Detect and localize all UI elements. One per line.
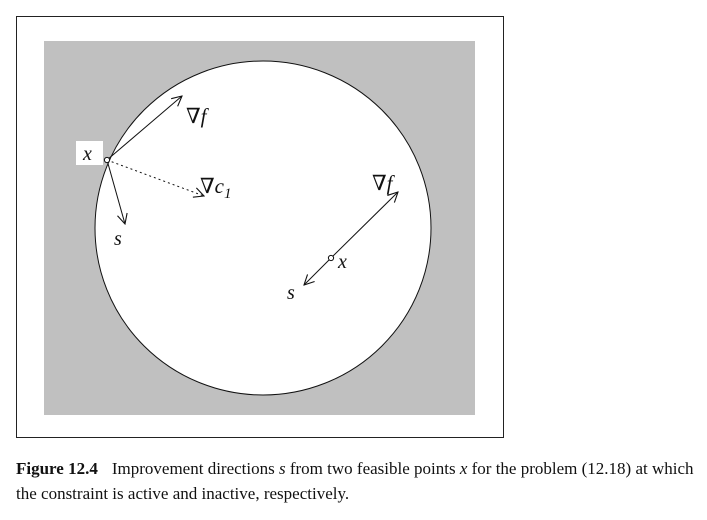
active-point-marker xyxy=(103,156,111,164)
figure-number: Figure 12.4 xyxy=(16,459,98,478)
constraint-gradient-label: ∇c1 xyxy=(200,174,231,202)
caption-text-1: Improvement directions xyxy=(111,459,279,478)
inactive-point-marker xyxy=(327,254,335,262)
inactive-gradient-f-label: ∇f xyxy=(372,171,396,195)
active-direction-arrow xyxy=(106,159,125,224)
figure-caption: Figure 12.4 Improvement directions s from… xyxy=(16,456,700,506)
caption-text-2: from two feasible points xyxy=(285,459,460,478)
caption-var-s: s xyxy=(278,459,286,478)
constraint-gradient-arrow xyxy=(106,159,204,196)
constraint-gradient-symbol: ∇c xyxy=(200,174,225,198)
feasible-region-circle xyxy=(94,60,432,396)
caption-text-3: for the problem (12.18) at which the con… xyxy=(16,459,694,503)
active-gradient-f-label: ∇f xyxy=(186,104,210,128)
caption-var-x: x xyxy=(459,459,468,478)
inactive-direction-label: s xyxy=(287,282,295,304)
inactive-point-label: x xyxy=(337,251,347,273)
active-point-label-box xyxy=(76,141,103,165)
active-point-label: x xyxy=(82,143,92,165)
active-direction-label: s xyxy=(114,228,122,250)
inactive-gradient-f-arrow xyxy=(330,192,398,259)
figure-diagram: x ∇f ∇c1 s ∇f s x xyxy=(44,41,475,415)
constraint-gradient-subscript: 1 xyxy=(224,186,232,202)
inactive-direction-arrow xyxy=(304,257,332,285)
active-gradient-f-arrow xyxy=(106,96,182,161)
